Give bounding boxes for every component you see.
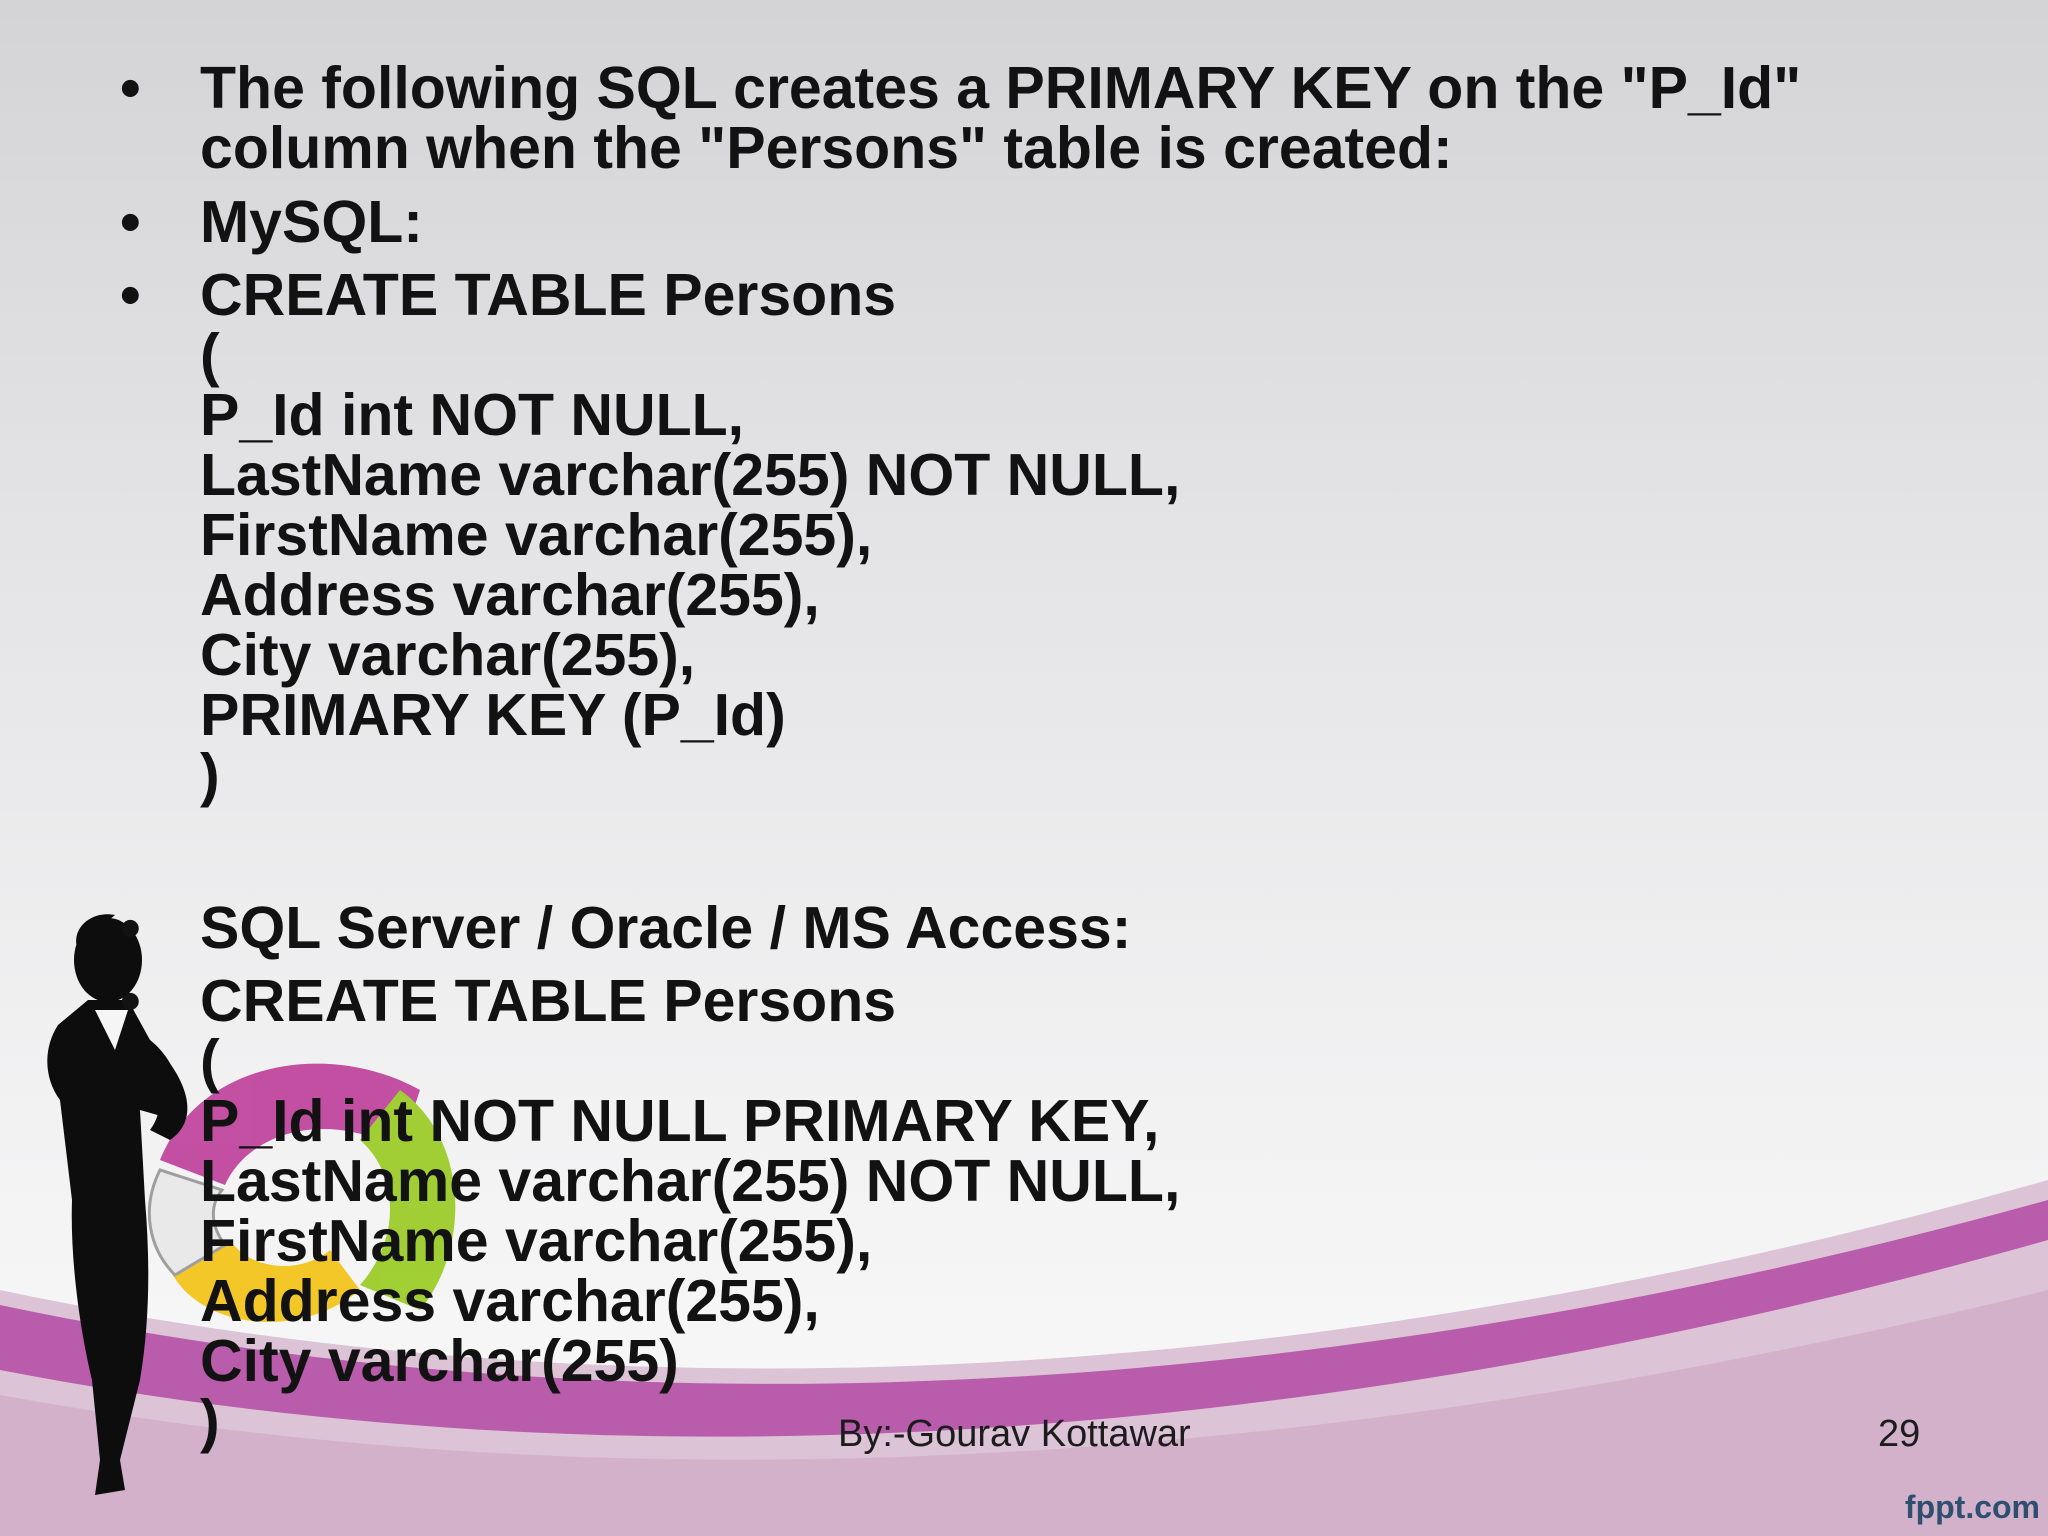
swoosh-stripe bbox=[0, 1200, 2048, 1437]
footer-author: By:-Gourav Kottawar bbox=[838, 1413, 1191, 1455]
sqlserver-heading: SQL Server / Oracle / MS Access: bbox=[200, 895, 1132, 961]
bullet-marker: • bbox=[120, 55, 141, 121]
bullet-marker: • bbox=[120, 189, 141, 255]
sqlserver-code-block: CREATE TABLE Persons ( P_Id int NOT NULL… bbox=[200, 968, 1181, 1454]
mysql-heading: MySQL: bbox=[200, 189, 423, 255]
mysql-code-block: CREATE TABLE Persons ( P_Id int NOT NULL… bbox=[200, 262, 1181, 808]
ring-logo bbox=[147, 1063, 456, 1323]
bullet-marker: • bbox=[120, 968, 141, 1034]
bullet-marker: • bbox=[120, 262, 141, 328]
bullet-marker: • bbox=[120, 895, 141, 961]
woman-silhouette-icon bbox=[47, 914, 188, 1495]
page-number: 29 bbox=[1878, 1413, 1921, 1455]
brand-logo-text: fppt.com bbox=[1904, 1489, 2040, 1525]
swoosh-highlight bbox=[0, 1290, 2048, 1536]
intro-text: The following SQL creates a PRIMARY KEY … bbox=[200, 55, 1802, 181]
